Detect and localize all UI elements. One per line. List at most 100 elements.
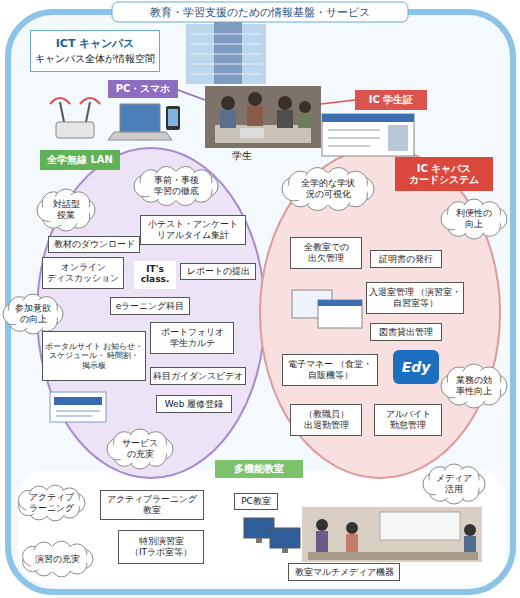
box-text: （教職員） 出退勤管理 — [302, 409, 350, 431]
path-shape — [50, 98, 70, 104]
circle-shape — [316, 519, 328, 531]
circle-shape — [299, 101, 311, 113]
circle-shape — [248, 92, 262, 106]
box-text: 科目ガイダンスビデオ — [152, 371, 245, 382]
rect-shape — [380, 512, 460, 540]
box-text: 特別演習室 （ITラボ室等） — [128, 536, 194, 558]
cloud-text: メディア 活用 — [435, 473, 474, 495]
smartphone-icon — [166, 106, 180, 130]
line-shape — [56, 411, 100, 412]
line-shape — [190, 54, 262, 55]
box-node: 小テスト・アンケート リアルタイム集計 — [140, 215, 246, 245]
id-card-image — [322, 114, 414, 156]
portal-logo — [50, 392, 106, 422]
cloud-node: 対話型 授業 — [36, 188, 96, 232]
diagram-title: 教育・学習支援のための情報基盤・サービス — [112, 2, 408, 22]
rect-shape — [318, 300, 362, 328]
cloud-node: 事前・事後 学習の徹底 — [133, 165, 219, 207]
box-text: 入退室管理 （演習室・自習室等） — [369, 287, 462, 309]
rect-shape — [50, 392, 106, 422]
box-node: （教職員） 出退勤管理 — [290, 404, 362, 436]
box-text: 小テスト・アンケート リアルタイム集計 — [147, 219, 240, 241]
box-node: アルバイト 勤怠管理 — [374, 404, 442, 436]
student-label: 学生 — [222, 149, 262, 163]
cloud-fill — [22, 490, 80, 516]
building-photo — [186, 22, 266, 84]
box-node: 教室マルチメディア機器 — [288, 563, 400, 581]
rect-shape — [464, 536, 476, 556]
box-text: ポータルサイト お知らせ・スケジュール・ 時間割・掲示板 — [45, 342, 144, 371]
rect-shape — [282, 548, 288, 553]
box-text: 電子マネー （食堂・自販機等） — [288, 359, 372, 381]
rect-shape — [316, 531, 328, 553]
circle-shape — [221, 96, 235, 110]
box-text: 証明書の発行 — [378, 254, 435, 265]
box-node: ポータルサイト お知らせ・スケジュール・ 時間割・掲示板 — [42, 331, 146, 381]
panel-text: キャンパス全体が情報空間 — [35, 52, 155, 65]
cloud-fill — [447, 370, 501, 402]
cloud-node: 全学的な学状 況の可視化 — [281, 166, 375, 212]
rect-shape — [256, 538, 262, 543]
box-text: アクティブラーニング 教室 — [106, 494, 199, 516]
cloud-fill — [112, 434, 167, 463]
logo-text: Edy — [393, 350, 439, 384]
line-shape — [190, 74, 262, 75]
section-heading: 全学無線 LAN — [40, 150, 120, 170]
cloud-text: アクティブ ラーニング — [27, 492, 75, 514]
rect-shape — [54, 397, 102, 405]
cloud-fill — [446, 204, 501, 233]
wireless-router-icon — [50, 98, 100, 138]
box-node: 全教室での 出欠管理 — [290, 237, 362, 269]
rect-shape — [120, 104, 160, 132]
box-node: 証明書の発行 — [370, 250, 442, 268]
rect-shape — [56, 122, 94, 138]
card-images — [292, 290, 362, 328]
cloud-text: 事前・事後 学習の徹底 — [152, 175, 200, 197]
line-shape — [56, 416, 92, 417]
box-node: Web 履修登録 — [156, 395, 232, 413]
label-box-text: PC・スマホ — [116, 82, 171, 96]
box-text: 教室マルチメディア機器 — [293, 567, 395, 578]
rect-shape — [168, 109, 178, 126]
oval-outline — [260, 148, 500, 478]
cloud-text: 全学的な学状 況の可視化 — [300, 178, 357, 200]
cloud-node: サービス の充実 — [106, 428, 174, 470]
rect-shape — [308, 552, 478, 560]
rect-shape — [322, 114, 414, 156]
leader-line — [321, 100, 355, 104]
logo-text: IT's class. — [134, 261, 176, 289]
circle-shape — [346, 522, 358, 534]
cloud-fill — [139, 171, 212, 200]
polygon-shape — [108, 132, 172, 140]
region-node: 多機能教室メディア 活用アクティブ ラーニングアクティブラーニング 教室PC教室… — [18, 458, 506, 588]
bottom-area — [18, 470, 506, 584]
pc-monitor-icons — [244, 518, 300, 553]
line-shape — [86, 102, 90, 122]
cloud-fill — [428, 469, 479, 498]
head-node: IC 学生証 — [355, 90, 427, 110]
cloud-fill — [288, 173, 368, 205]
cloud-fill — [8, 299, 57, 328]
label-box-text: IC 学生証 — [369, 93, 414, 107]
head-node: PC・スマホ — [108, 80, 178, 98]
cloud-node: 業務の効 率性向上 — [440, 363, 508, 409]
box-text: 図書貸出管理 — [378, 327, 435, 338]
students-photo — [205, 86, 321, 148]
cloud-node: 演習の充実 — [20, 540, 94, 578]
box-text: 教材のダウンロード — [52, 239, 136, 250]
classroom-photo — [302, 507, 482, 562]
section-heading: 多機能教室 — [215, 460, 303, 478]
cloud-text: サービス の充実 — [121, 438, 160, 460]
oval-node: IC キャパス カードシステム全学的な学状 況の可視化利便性の 向上全教室での … — [258, 146, 502, 480]
box-node: ポートフォリオ 学生カルテ — [150, 322, 234, 354]
cloud-text: 対話型 授業 — [51, 199, 81, 221]
box-text: 全教室での 出欠管理 — [302, 242, 350, 264]
leader-line — [178, 90, 205, 100]
box-node: 特別演習室 （ITラボ室等） — [118, 530, 204, 564]
line-shape — [328, 130, 380, 131]
rect-shape — [247, 106, 263, 126]
panel-text: ICT キャンパス — [56, 37, 135, 51]
box-node: 電子マネー （食堂・自販機等） — [282, 354, 378, 386]
